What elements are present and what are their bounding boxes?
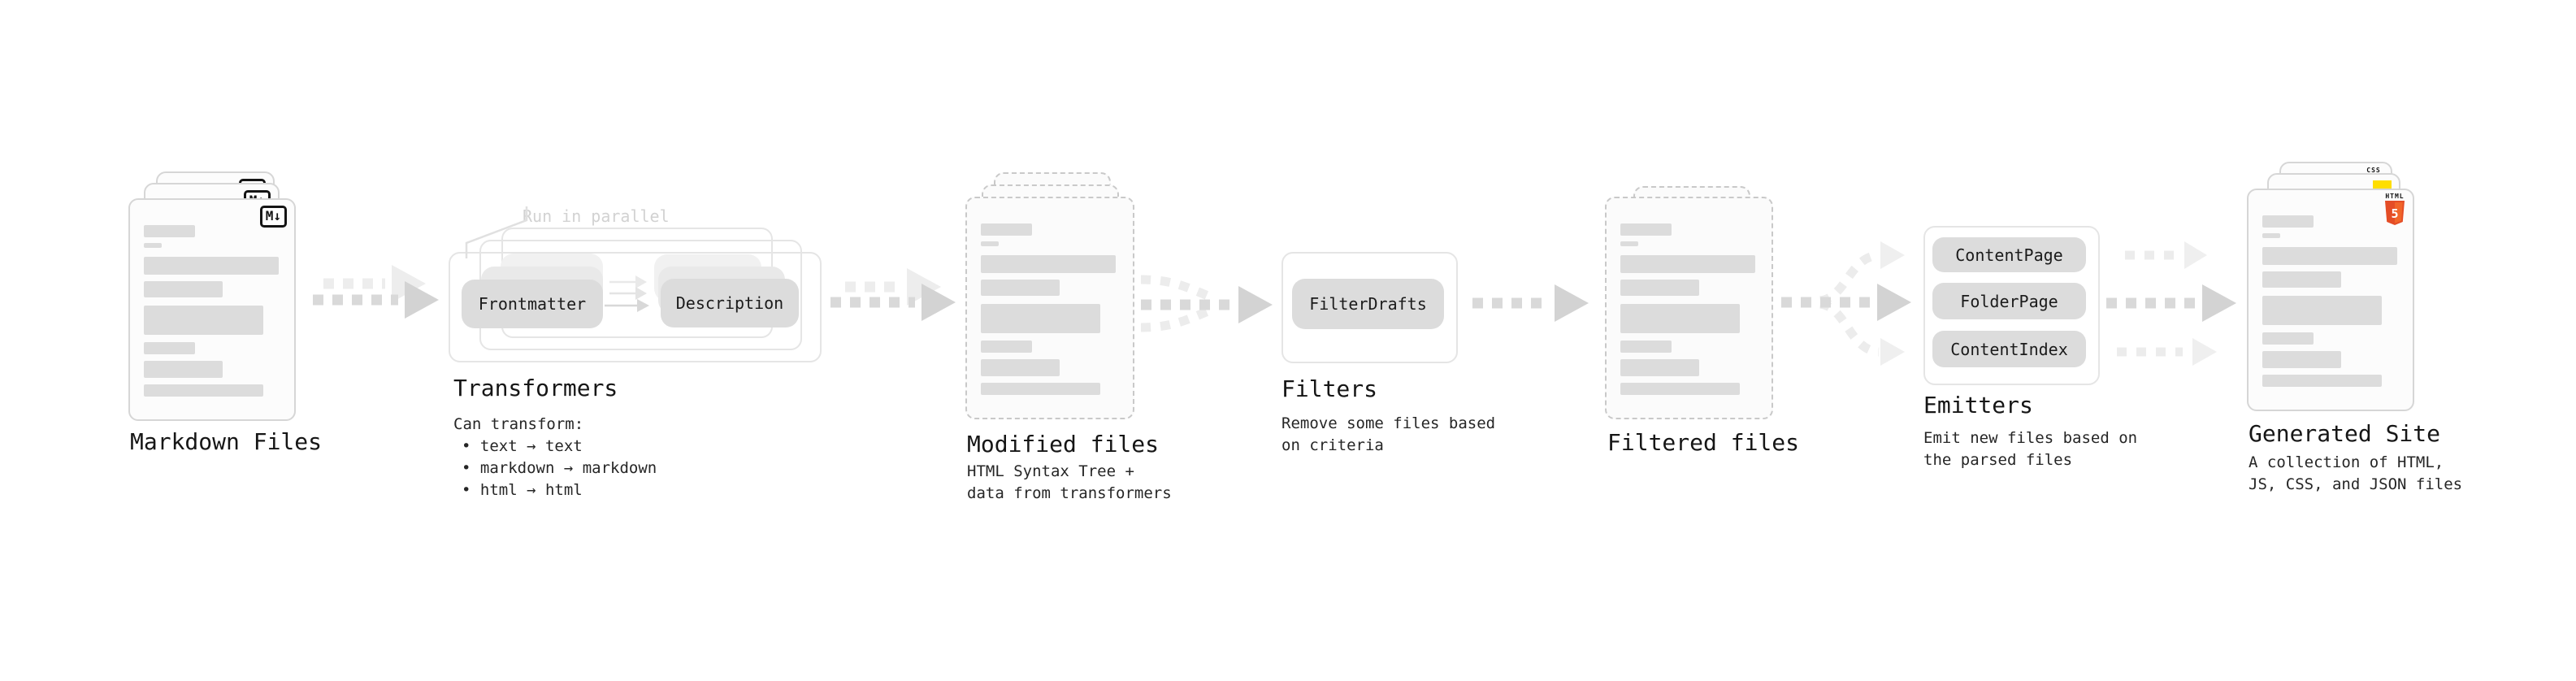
transformers-bullet-1: • text → text bbox=[462, 437, 583, 455]
transformer-box bbox=[449, 252, 822, 362]
markdown-files-label: Markdown Files bbox=[130, 428, 323, 455]
arrow-transformers-to-modified bbox=[830, 268, 956, 321]
emitters-desc-line1: Emit new files based on bbox=[1923, 429, 2138, 447]
markdown-file-card: M↓ bbox=[128, 198, 296, 421]
contentpage-pill: ContentPage bbox=[1932, 237, 2086, 272]
transformers-bullet-3: • html → html bbox=[462, 481, 583, 499]
emitters-description: Emit new files based on the parsed files bbox=[1923, 427, 2137, 471]
modified-desc-line1: HTML Syntax Tree + bbox=[967, 462, 1134, 480]
emitters-desc-line2: the parsed files bbox=[1923, 451, 2073, 469]
arrow-filtered-to-emitters-fanout bbox=[1781, 241, 1911, 366]
generated-site-description: A collection of HTML, JS, CSS, and JSON … bbox=[2249, 452, 2462, 496]
markdown-logo-icon: M↓ bbox=[259, 206, 287, 228]
modified-files-description: HTML Syntax Tree + data from transformer… bbox=[967, 461, 1172, 505]
js-logo-icon bbox=[2373, 180, 2392, 189]
folderpage-pill: FolderPage bbox=[1932, 283, 2086, 319]
generated-desc-line2: JS, CSS, and JSON files bbox=[2249, 475, 2463, 493]
arrow-modified-to-filters-merge bbox=[1140, 275, 1273, 332]
doc-text-placeholder bbox=[130, 200, 294, 419]
filtered-files-label: Filtered files bbox=[1607, 429, 1800, 456]
html5-shield-icon: 5 bbox=[2385, 201, 2405, 225]
modified-desc-line2: data from transformers bbox=[967, 484, 1172, 502]
run-in-parallel-annotation: Run in parallel bbox=[523, 206, 670, 226]
arrow-filters-to-filtered bbox=[1472, 284, 1589, 322]
modified-files-label: Modified files bbox=[967, 431, 1160, 458]
filters-desc-line2: on criteria bbox=[1281, 436, 1384, 454]
arrow-emitters-to-generated bbox=[2106, 241, 2236, 366]
filtered-file-card bbox=[1605, 197, 1773, 419]
doc-text-placeholder bbox=[1607, 198, 1772, 418]
emitters-label: Emitters bbox=[1923, 392, 2033, 419]
generated-site-label: Generated Site bbox=[2249, 420, 2441, 447]
svg-text:5: 5 bbox=[2391, 206, 2398, 221]
transformers-bullet-2: • markdown → markdown bbox=[462, 459, 657, 477]
filters-description: Remove some files based on criteria bbox=[1281, 413, 1495, 457]
doc-text-placeholder bbox=[967, 198, 1133, 418]
description-pill: Description bbox=[661, 279, 799, 327]
modified-file-card bbox=[965, 197, 1134, 419]
filters-label: Filters bbox=[1281, 375, 1378, 402]
contentindex-pill: ContentIndex bbox=[1932, 331, 2086, 367]
arrow-markdown-to-transformers bbox=[313, 265, 439, 319]
filters-desc-line1: Remove some files based bbox=[1281, 414, 1496, 432]
transformers-label: Transformers bbox=[453, 375, 618, 401]
transformers-description: Can transform: • text → text • markdown … bbox=[453, 414, 657, 501]
filterdrafts-pill: FilterDrafts bbox=[1292, 279, 1444, 329]
transformers-desc-title: Can transform: bbox=[453, 415, 584, 433]
generated-desc-line1: A collection of HTML, bbox=[2249, 453, 2444, 471]
frontmatter-pill: Frontmatter bbox=[462, 280, 603, 328]
generated-file-card: HTML 5 bbox=[2247, 189, 2414, 411]
doc-text-placeholder bbox=[2249, 190, 2413, 410]
html5-logo-icon: HTML 5 bbox=[2384, 193, 2405, 228]
